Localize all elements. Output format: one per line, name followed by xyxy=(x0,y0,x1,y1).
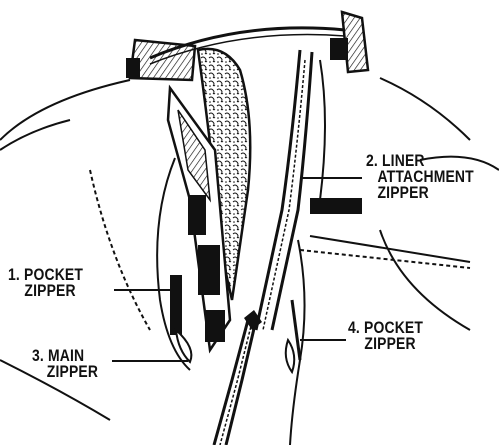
liner-zipper-tab xyxy=(310,198,362,214)
liner-zipper-track xyxy=(256,50,325,330)
label-liner-zipper-2-line3: ZIPPER xyxy=(366,185,474,201)
label-pocket-zipper-4-line2: ZIPPER xyxy=(348,336,423,352)
label-main-zipper-3-line2: ZIPPER xyxy=(32,364,98,380)
right-pocket-zipper xyxy=(286,300,300,372)
label-pocket-zipper-1: 1. POCKET ZIPPER xyxy=(8,267,83,299)
label-pocket-zipper-4: 4. POCKET ZIPPER xyxy=(348,320,423,352)
left-pocket-zipper xyxy=(170,275,191,362)
label-pocket-zipper-1-line2: ZIPPER xyxy=(8,283,83,299)
label-liner-zipper-2: 2. LINER ATTACHMENT ZIPPER xyxy=(366,153,474,201)
label-main-zipper-3: 3. MAIN ZIPPER xyxy=(32,348,98,380)
collar-tab-right xyxy=(330,12,368,72)
collar-tab-left xyxy=(126,40,195,80)
